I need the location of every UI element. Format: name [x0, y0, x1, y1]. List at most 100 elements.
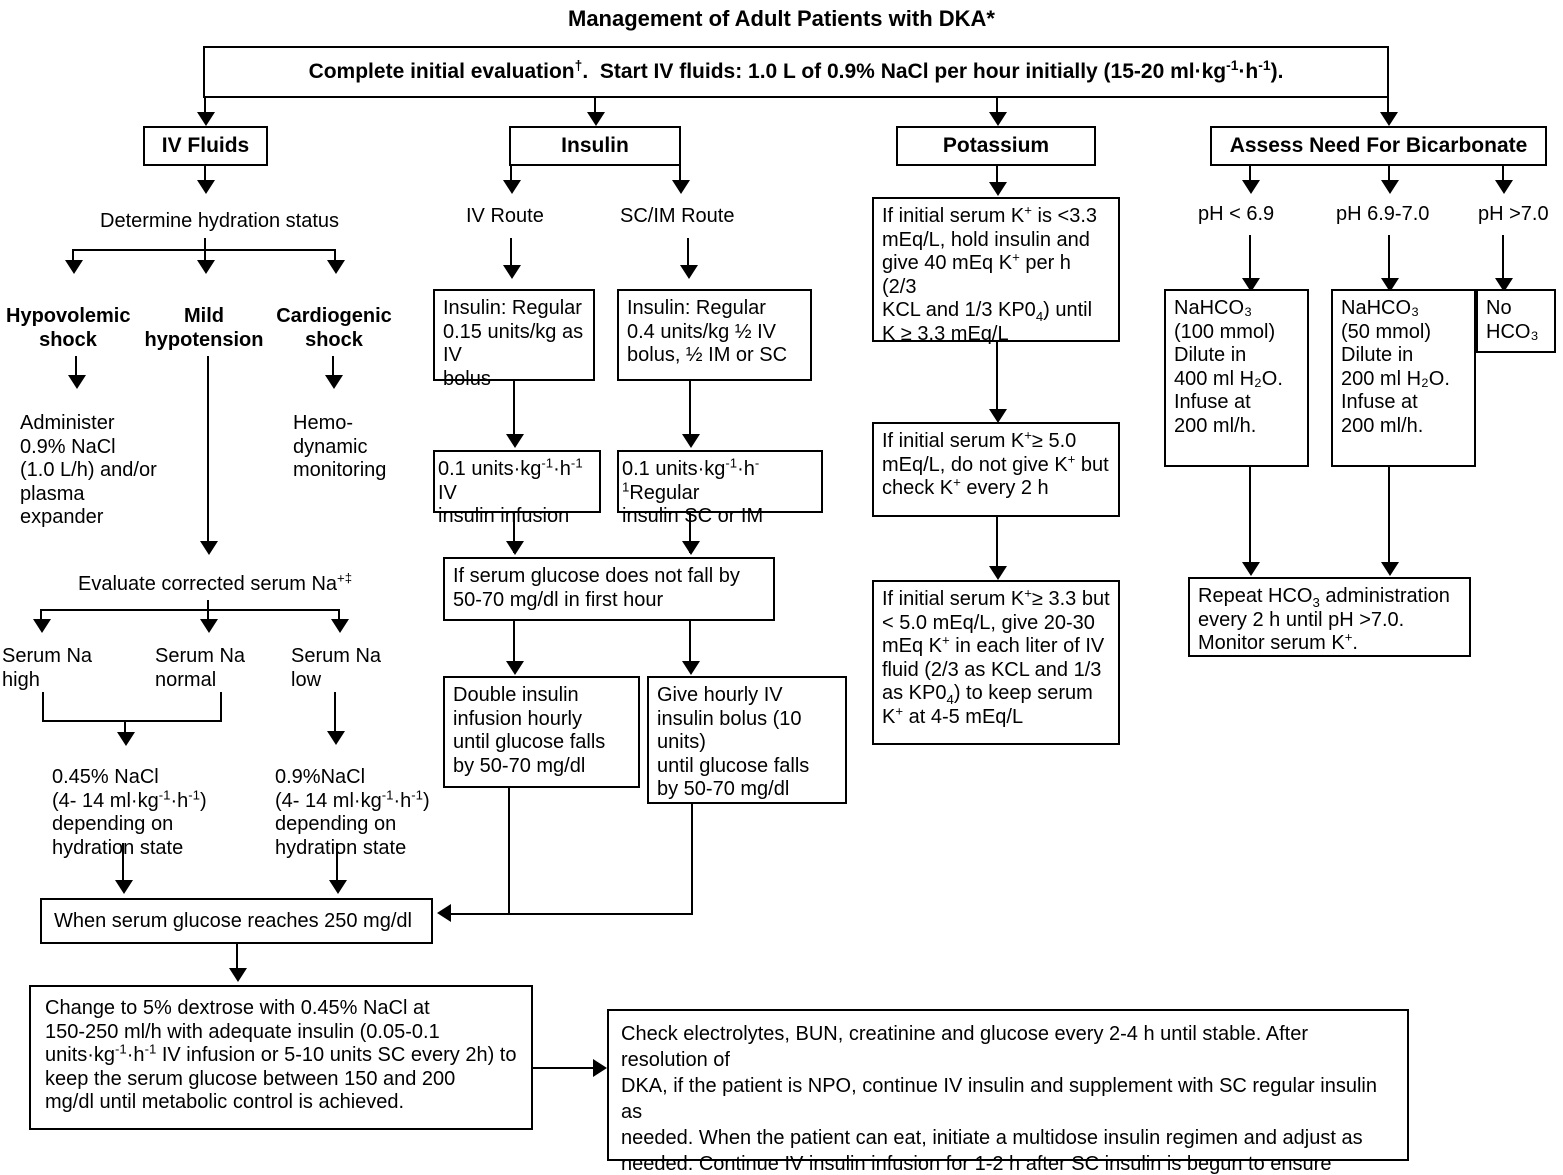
box-double-insulin-infusion-text: Double insulin infusion hourly until glu… — [453, 684, 606, 777]
arrow-09-to-glucose — [329, 880, 347, 894]
box-change-dextrose[interactable]: Change to 5% dextrose with 0.45% NaCl at… — [29, 985, 533, 1130]
box-potassium-mid[interactable]: If initial serum K+≥ 3.3 but< 5.0 mEq/L,… — [872, 580, 1120, 745]
conn-scim-bolus-down — [689, 381, 691, 436]
arrow-to-hypovolemic — [65, 260, 83, 274]
category-label-potassium: Potassium — [942, 134, 1050, 157]
box-glucose-250-text: When serum glucose reaches 250 mg/dl — [54, 910, 412, 932]
arrow-lowk-to-highk — [989, 409, 1007, 423]
conn-scim-infusion-down — [689, 513, 691, 553]
na-split-mid — [207, 609, 209, 620]
box-nahco3-50[interactable]: NaHCO₃ (50 mmol) Dilute in 200 ml H₂O. I… — [1331, 289, 1476, 467]
arrow-highk-to-midk — [989, 566, 1007, 580]
category-box-bicarbonate[interactable]: Assess Need For Bicarbonate — [1210, 126, 1547, 166]
arrow-to-iv-route — [503, 180, 521, 194]
box-no-hco3[interactable]: No HCO₃ — [1476, 289, 1556, 353]
arrow-to-iv-fluids — [197, 112, 215, 126]
arrow-to-serum-na-low — [331, 619, 349, 633]
box-nahco3-50-text: NaHCO₃ (50 mmol) Dilute in 200 ml H₂O. I… — [1341, 297, 1450, 437]
conn-ph-high-down — [1502, 235, 1504, 280]
conn-double-infusion-down — [508, 788, 510, 915]
header-drop-insulin — [594, 98, 596, 114]
conn-ivfluids-down — [204, 166, 206, 182]
box-check-electrolytes-text: Check electrolytes, BUN, creatinine and … — [621, 1023, 1377, 1175]
category-box-iv-fluids[interactable]: IV Fluids — [143, 126, 268, 166]
arrow-ivfluids-to-hydration — [197, 180, 215, 194]
arrow-ph-low-to-box — [1242, 278, 1260, 292]
conn-nahco3-50-down — [1388, 467, 1390, 563]
option-serum-na-high: Serum Na high — [2, 645, 93, 691]
arrow-ph-high-to-box — [1495, 278, 1513, 292]
box-nahco3-100[interactable]: NaHCO₃ (100 mmol) Dilute in 400 ml H₂O. … — [1164, 289, 1309, 467]
arrow-glucose250-to-change — [229, 968, 247, 982]
conn-045-to-glucose — [122, 843, 124, 881]
hydration-split-mid — [204, 249, 206, 261]
conn-iv-route-down — [510, 238, 512, 266]
box-glucose-no-fall[interactable]: If serum glucose does not fall by 50-70 … — [443, 557, 775, 621]
category-box-potassium[interactable]: Potassium — [896, 126, 1096, 166]
arrow-to-evaluate-na — [200, 541, 218, 555]
conn-potassium-down — [996, 166, 998, 184]
box-iv-bolus[interactable]: Insulin: Regular 0.15 units/kg as IV bol… — [433, 289, 595, 390]
arrow-to-scim-route — [672, 180, 690, 194]
arrow-change-to-check — [593, 1059, 607, 1077]
conn-hypovolemic-down — [75, 356, 77, 376]
arrow-nahco3-100-to-repeat — [1242, 562, 1260, 576]
conn-nofall-left — [513, 621, 515, 663]
label-scim-route: SC/IM Route — [620, 205, 735, 227]
box-check-electrolytes[interactable]: Check electrolytes, BUN, creatinine and … — [607, 1009, 1409, 1175]
category-label-iv-fluids: IV Fluids — [161, 134, 250, 157]
arrow-nahco3-50-to-repeat — [1381, 562, 1399, 576]
arrow-scim-infusion-to-nofall — [682, 541, 700, 555]
conn-scim-route-down — [687, 238, 689, 266]
header-box: Complete initial evaluation†. Start IV f… — [203, 46, 1389, 98]
arrow-iv-bolus-to-infusion — [506, 434, 524, 448]
category-label-insulin: Insulin — [561, 134, 629, 157]
box-nahco3-100-text: NaHCO₃ (100 mmol) Dilute in 400 ml H₂O. … — [1174, 297, 1283, 437]
arrow-insulin-to-glucose — [437, 904, 451, 922]
arrow-hypovolemic-action — [68, 375, 86, 389]
arrow-scim-route-to-bolus — [680, 265, 698, 279]
box-hourly-iv-bolus-text: Give hourly IV insulin bolus (10 units) … — [657, 684, 810, 801]
arrow-to-insulin — [587, 112, 605, 126]
conn-insulin-merge-bus — [450, 913, 693, 915]
box-no-hco3-text: No HCO₃ — [1486, 297, 1539, 343]
arrow-to-cardiogenic — [327, 260, 345, 274]
box-scim-bolus[interactable]: Insulin: Regular 0.4 units/kg ½ IV bolus… — [617, 289, 812, 381]
arrow-to-ph-mid — [1381, 180, 1399, 194]
box-double-insulin-infusion[interactable]: Double insulin infusion hourly until glu… — [443, 676, 640, 788]
box-glucose-250[interactable]: When serum glucose reaches 250 mg/dl — [40, 898, 433, 944]
conn-ph-mid-down — [1388, 235, 1390, 280]
arrow-scim-bolus-to-infusion — [682, 434, 700, 448]
conn-glucose250-down — [236, 944, 238, 970]
na-split-bus — [40, 609, 340, 611]
action-045-nacl: 0.45% NaCl(4- 14 ml·kg-1·h-1)depending o… — [52, 766, 207, 859]
arrow-045-to-glucose — [115, 880, 133, 894]
merge-na-out — [124, 720, 126, 733]
conn-na-low-down — [334, 692, 336, 732]
box-iv-bolus-text: Insulin: Regular 0.15 units/kg as IV bol… — [443, 297, 584, 390]
arrow-to-serum-na-high — [33, 619, 51, 633]
arrow-iv-infusion-to-nofall — [506, 541, 524, 555]
merge-na-bus — [42, 720, 222, 722]
header-drop-potassium — [996, 98, 998, 114]
arrow-to-double-infusion — [506, 661, 524, 675]
conn-insulin-right-stem — [679, 166, 681, 182]
label-ph-mid: pH 6.9-7.0 — [1336, 203, 1430, 225]
category-label-bicarbonate: Assess Need For Bicarbonate — [1229, 134, 1528, 157]
arrow-potassium-to-lowk — [989, 182, 1007, 196]
conn-bicarb-stem-3 — [1502, 166, 1504, 182]
box-hourly-iv-bolus[interactable]: Give hourly IV insulin bolus (10 units) … — [647, 676, 847, 804]
arrow-to-potassium — [989, 112, 1007, 126]
arrow-to-ph-low — [1242, 180, 1260, 194]
category-box-insulin[interactable]: Insulin — [509, 126, 681, 166]
option-serum-na-normal: Serum Na normal — [155, 645, 246, 691]
conn-iv-infusion-down — [513, 513, 515, 553]
